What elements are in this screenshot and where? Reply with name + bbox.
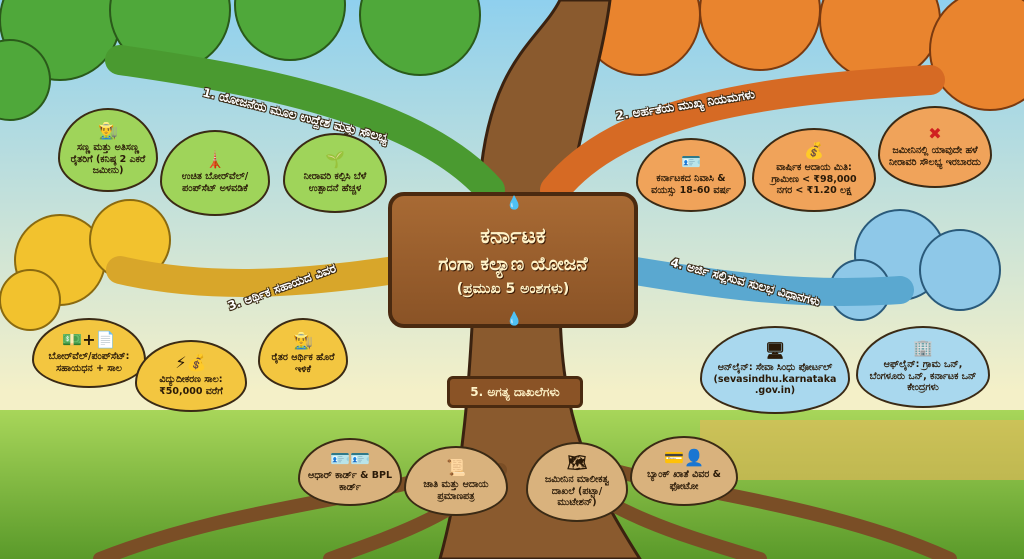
- id-cards-icon: 🪪🪪: [330, 448, 370, 468]
- canopy-yellow: [0, 199, 171, 331]
- id-card-icon: 🪪: [681, 151, 701, 171]
- leaf-online-apply: 🖥ಆನ್‌ಲೈನ್: ಸೇವಾ ಸಿಂಧು ಪೋರ್ಟಲ್ (sevasindh…: [700, 326, 850, 414]
- leaf-text: ವಾರ್ಷಿಕ ಆದಾಯ ಮಿತಿ: ಗ್ರಾಮೀಣ < ₹98,000 ನಗರ…: [771, 161, 857, 197]
- leaf-income-limit: 💰ವಾರ್ಷಿಕ ಆದಾಯ ಮಿತಿ: ಗ್ರಾಮೀಣ < ₹98,000 ನಗ…: [752, 128, 876, 212]
- leaf-residency-age: 🪪ಕರ್ನಾಟಕದ ನಿವಾಸಿ & ವಯಸ್ಸು 18-60 ವರ್ಷ: [636, 138, 746, 212]
- certificate-icon: 📜: [446, 457, 466, 477]
- title-line-2: ಗಂಗಾ ಕಲ್ಯಾಣ ಯೋಜನೆ: [438, 252, 588, 275]
- title-line-3: (ಪ್ರಮುಖ 5 ಅಂಶಗಳು): [456, 280, 570, 297]
- power-tower-icon: ⚡💰: [175, 352, 207, 372]
- leaf-text: ಸಣ್ಣ ಮತ್ತು ಅತಿಸಣ್ಣ ರೈತರಿಗೆ (ಕನಿಷ್ಠ 2 ಎಕರ…: [70, 141, 146, 177]
- computer-icon: 🖥: [764, 340, 786, 360]
- bank-card-photo-icon: 💳👤: [664, 447, 704, 467]
- leaf-irrigation: 🌱ನೀರಾವರಿ ಕಲ್ಪಿಸಿ ಬೆಳೆ ಉತ್ಪಾದನೆ ಹೆಚ್ಚಳ: [283, 133, 387, 213]
- leaf-text: ಕರ್ನಾಟಕದ ನಿವಾಸಿ & ವಯಸ್ಸು 18-60 ವರ್ಷ: [651, 172, 731, 196]
- crops-icon: 🌱: [325, 149, 345, 169]
- title-sign: ಕರ್ನಾಟಕ ಗಂಗಾ ಕಲ್ಯಾಣ ಯೋಜನೆ (ಪ್ರಮುಖ 5 ಅಂಶಗ…: [388, 192, 638, 328]
- leaf-text: ಬ್ಯಾಂಕ್ ಖಾತೆ ವಿವರ & ಫೋಟೋ: [647, 468, 721, 492]
- leaf-electrification-loan: ⚡💰ವಿದ್ಯುದೀಕರಣ ಸಾಲ: ₹50,000 ವರೆಗೆ: [135, 340, 247, 412]
- cash-document-icon: 💵+📄: [62, 329, 116, 349]
- leaf-text: ಜಾತಿ ಮತ್ತು ಆದಾಯ ಪ್ರಮಾಣಪತ್ರ: [423, 478, 489, 502]
- leaf-land-records: 🗺ಜಮೀನಿನ ಮಾಲೀಕತ್ವ ದಾಖಲೆ (ಪಟ್ಟಾ/ಮುಟೇಶನ್): [526, 442, 628, 522]
- leaf-burden-reduction: 👨‍🌾ರೈತರ ಆರ್ಥಿಕ ಹೊರೆ ಇಳಿಕೆ: [258, 318, 348, 390]
- leaf-text: ಜಮೀನಿನ ಮಾಲೀಕತ್ವ ದಾಖಲೆ (ಪಟ್ಟಾ/ಮುಟೇಶನ್): [544, 473, 610, 509]
- water-drop-icon: 💧: [506, 312, 523, 327]
- water-drop-icon: 💧: [506, 196, 523, 211]
- farmer-icon: 👨‍🌾: [293, 330, 313, 350]
- office-building-icon: 🏢: [913, 337, 933, 357]
- leaf-text: ಬೋರ್‌ವೆಲ್/ಪಂಪ್‌ಸೆಟ್: ಸಹಾಯಧನ + ಸಾಲ: [48, 350, 130, 374]
- branch-5-label: 5. ಅಗತ್ಯ ದಾಖಲೆಗಳು: [447, 376, 583, 408]
- leaf-text: ಆಫ್‌ಲೈನ್: ಗ್ರಾಮ ಒನ್, ಬೆಂಗಳೂರು ಒನ್, ಕರ್ನಾ…: [869, 358, 977, 394]
- no-irrigation-icon: ✖: [928, 123, 942, 143]
- title-line-1: ಕರ್ನಾಟಕ: [480, 223, 546, 249]
- leaf-no-old-irrigation: ✖ಜಮೀನಿನಲ್ಲಿ ಯಾವುದೇ ಹಳೆ ನೀರಾವರಿ ಸೌಲಭ್ಯ ಇರ…: [878, 106, 992, 188]
- money-bags-icon: 💰: [804, 140, 824, 160]
- leaf-text: ಆಧಾರ್ ಕಾರ್ಡ್ & BPL ಕಾರ್ಡ್: [308, 469, 393, 493]
- leaf-aadhaar-bpl: 🪪🪪ಆಧಾರ್ ಕಾರ್ಡ್ & BPL ಕಾರ್ಡ್: [298, 438, 402, 506]
- leaf-text: ರೈತರ ಆರ್ಥಿಕ ಹೊರೆ ಇಳಿಕೆ: [271, 351, 335, 375]
- map-icon: 🗺: [566, 452, 588, 472]
- leaf-text: ಜಮೀನಿನಲ್ಲಿ ಯಾವುದೇ ಹಳೆ ನೀರಾವರಿ ಸೌಲಭ್ಯ ಇರಬ…: [889, 144, 981, 168]
- leaf-text: ವಿದ್ಯುದೀಕರಣ ಸಾಲ: ₹50,000 ವರೆಗೆ: [159, 373, 223, 397]
- leaf-text: ನೀರಾವರಿ ಕಲ್ಪಿಸಿ ಬೆಳೆ ಉತ್ಪಾದನೆ ಹೆಚ್ಚಳ: [303, 170, 367, 194]
- leaf-bank-photo: 💳👤ಬ್ಯಾಂಕ್ ಖಾತೆ ವಿವರ & ಫೋಟೋ: [630, 436, 738, 506]
- borewell-icon: 🗼: [205, 149, 225, 169]
- canopy-orange: [579, 0, 1024, 111]
- leaf-text: ಉಚಿತ ಬೋರ್‌ವೆಲ್/ಪಂಪ್‌ಸೆಟ್ ಅಳವಡಿಕೆ: [181, 170, 249, 194]
- leaf-subsidy-loan: 💵+📄ಬೋರ್‌ವೆಲ್/ಪಂಪ್‌ಸೆಟ್: ಸಹಾಯಧನ + ಸಾಲ: [32, 318, 146, 388]
- leaf-caste-income-cert: 📜ಜಾತಿ ಮತ್ತು ಆದಾಯ ಪ್ರಮಾಣಪತ್ರ: [404, 446, 508, 516]
- farmer-icon: 👨‍🌾: [98, 120, 118, 140]
- leaf-free-borewell: 🗼ಉಚಿತ ಬೋರ್‌ವೆಲ್/ಪಂಪ್‌ಸೆಟ್ ಅಳವಡಿಕೆ: [160, 130, 270, 216]
- leaf-offline-apply: 🏢ಆಫ್‌ಲೈನ್: ಗ್ರಾಮ ಒನ್, ಬೆಂಗಳೂರು ಒನ್, ಕರ್ನ…: [856, 326, 990, 408]
- leaf-text: ಆನ್‌ಲೈನ್: ಸೇವಾ ಸಿಂಧು ಪೋರ್ಟಲ್ (sevasindhu…: [713, 361, 837, 397]
- leaf-small-farmers: 👨‍🌾ಸಣ್ಣ ಮತ್ತು ಅತಿಸಣ್ಣ ರೈತರಿಗೆ (ಕನಿಷ್ಠ 2 …: [58, 108, 158, 192]
